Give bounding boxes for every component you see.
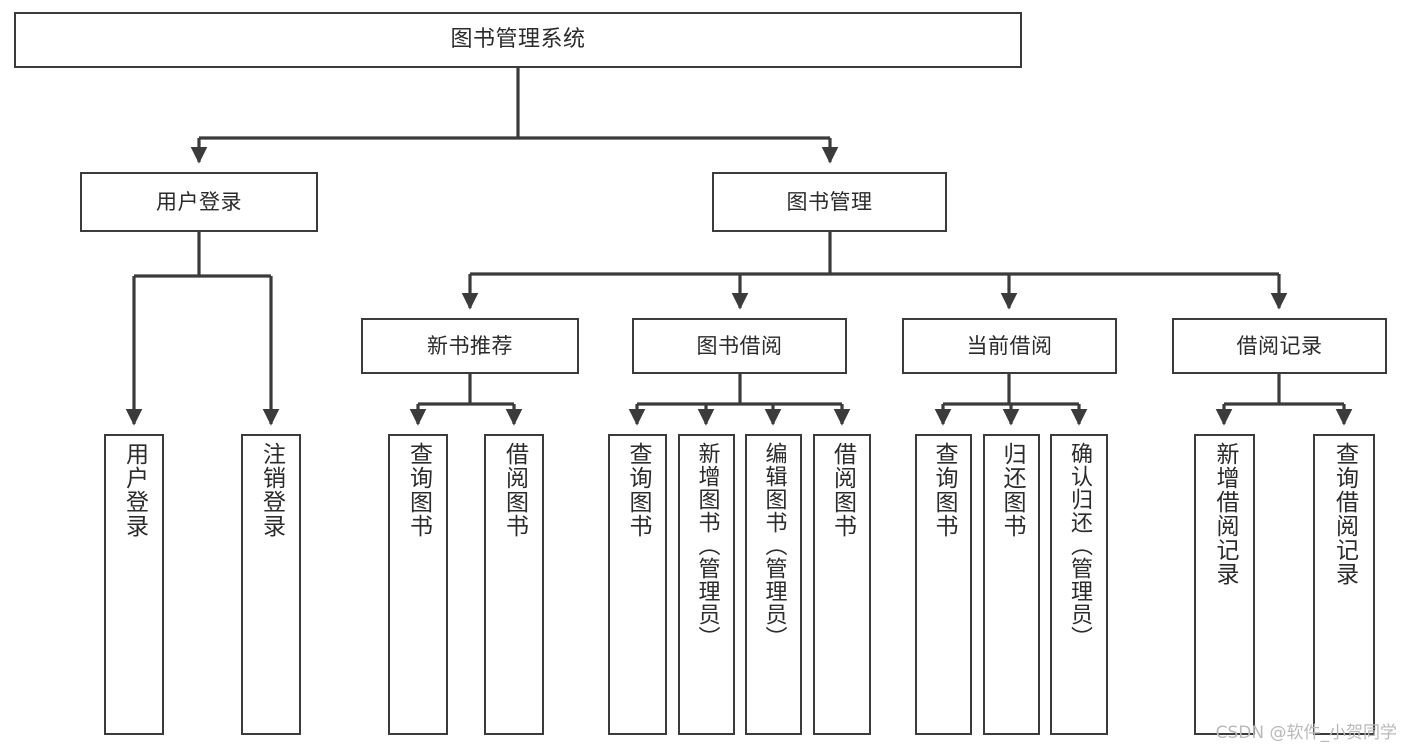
node-leaf-logout[interactable]: 注销登录 bbox=[241, 434, 301, 735]
node-label: 查询图书 bbox=[931, 442, 957, 538]
node-book-borrow[interactable]: 图书借阅 bbox=[632, 318, 847, 374]
node-label: 图书管理 bbox=[786, 189, 873, 214]
node-label: 当前借阅 bbox=[966, 333, 1053, 358]
node-label: 借阅图书 bbox=[501, 442, 528, 538]
node-label: 图书管理系统 bbox=[450, 27, 586, 53]
csdn-watermark: CSDN @软件_小贺同学 bbox=[1215, 723, 1397, 743]
node-label: 用户登录 bbox=[121, 442, 148, 538]
node-leaf-edit-book-admin[interactable]: 编辑图书（管理员） bbox=[745, 434, 802, 735]
node-label: 用户登录 bbox=[156, 189, 242, 214]
node-leaf-query-book-borrow[interactable]: 查询图书 bbox=[608, 434, 667, 735]
node-label: 新增图书（管理员） bbox=[694, 442, 720, 649]
node-leaf-user-login[interactable]: 用户登录 bbox=[104, 434, 164, 735]
node-label: 图书借阅 bbox=[696, 333, 783, 358]
node-leaf-add-borrow-record[interactable]: 新增借阅记录 bbox=[1194, 434, 1255, 735]
node-leaf-lend-book[interactable]: 借阅图书 bbox=[813, 434, 871, 735]
node-leaf-query-book-recommend[interactable]: 查询图书 bbox=[388, 434, 448, 735]
node-borrow-record[interactable]: 借阅记录 bbox=[1172, 318, 1387, 374]
node-label: 借阅图书 bbox=[829, 442, 856, 538]
node-label: 新书推荐 bbox=[427, 333, 513, 358]
node-label: 归还图书 bbox=[999, 442, 1025, 538]
node-label: 借阅记录 bbox=[1236, 333, 1323, 358]
node-leaf-borrow-book-recommend[interactable]: 借阅图书 bbox=[484, 434, 544, 735]
node-user-login[interactable]: 用户登录 bbox=[80, 172, 318, 232]
node-leaf-query-book-current[interactable]: 查询图书 bbox=[915, 434, 972, 735]
node-label: 编辑图书（管理员） bbox=[761, 442, 787, 649]
node-leaf-query-borrow-record[interactable]: 查询借阅记录 bbox=[1313, 434, 1375, 735]
node-label: 查询借阅记录 bbox=[1331, 442, 1358, 586]
node-leaf-add-book-admin[interactable]: 新增图书（管理员） bbox=[678, 434, 735, 735]
node-label: 确认归还（管理员） bbox=[1067, 442, 1092, 649]
node-label: 查询图书 bbox=[405, 442, 432, 538]
node-current-borrow[interactable]: 当前借阅 bbox=[902, 318, 1117, 374]
node-book-management[interactable]: 图书管理 bbox=[712, 172, 947, 232]
node-label: 新增借阅记录 bbox=[1212, 442, 1238, 586]
node-leaf-confirm-return-admin[interactable]: 确认归还（管理员） bbox=[1050, 434, 1108, 735]
node-label: 查询图书 bbox=[625, 442, 651, 538]
node-label: 注销登录 bbox=[258, 442, 285, 538]
node-new-book-recommend[interactable]: 新书推荐 bbox=[361, 318, 579, 374]
node-leaf-return-book[interactable]: 归还图书 bbox=[983, 434, 1040, 735]
node-root-book-management-system[interactable]: 图书管理系统 bbox=[14, 12, 1022, 68]
